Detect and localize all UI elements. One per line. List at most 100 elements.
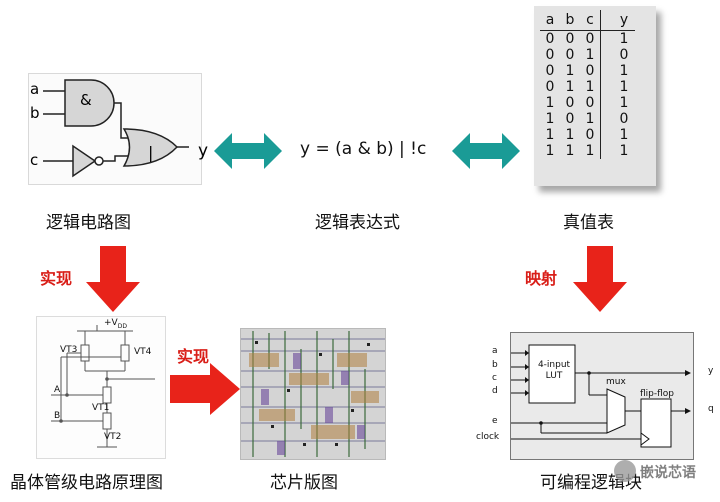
cell: 0	[565, 95, 575, 111]
cell: 1	[585, 143, 595, 159]
down-arrow-right	[573, 246, 627, 312]
cell: 1	[545, 127, 555, 143]
mapping-label: 映射	[525, 269, 558, 288]
transistor-vt2-label: VT2	[104, 432, 122, 442]
cell: 0	[565, 111, 575, 127]
block-input-b: b	[492, 360, 498, 370]
logic-expression: y = (a & b) | !c	[300, 139, 427, 159]
transistor-vt4-label: VT4	[134, 347, 152, 357]
block-output-q: q	[708, 404, 714, 414]
and-gate-shape	[64, 79, 115, 127]
input-b-label: b	[30, 104, 40, 122]
transistor-schematic-image	[36, 316, 166, 459]
header-b: b	[560, 10, 580, 31]
header-c: c	[580, 10, 601, 31]
logic-block-drawing	[511, 344, 691, 448]
block-input-a: a	[492, 346, 498, 356]
logic-circuit-drawing	[43, 79, 189, 178]
cell: 1	[545, 95, 555, 111]
cell: 1	[565, 79, 575, 95]
and-gate-symbol: &	[80, 91, 92, 109]
cell: 1	[619, 79, 629, 95]
wechat-logo-icon	[614, 460, 636, 482]
header-a: a	[540, 10, 560, 31]
implement-label-middle: 实现	[177, 347, 210, 366]
cell: 0	[585, 31, 595, 47]
output-y-label: y	[198, 141, 209, 161]
cell: 1	[619, 95, 629, 111]
down-arrow-left	[86, 246, 140, 312]
cell: 1	[545, 143, 555, 159]
input-A-label: A	[54, 385, 61, 395]
chip-layout-drawing	[241, 329, 385, 459]
cell: 0	[585, 63, 595, 79]
supply-text: +V	[104, 318, 118, 328]
input-c-label: c	[30, 151, 39, 169]
bidirectional-arrow-left	[214, 133, 282, 169]
transistor-vt3-label: VT3	[60, 345, 78, 355]
transistor-schematic-caption: 晶体管级电路原理图	[10, 473, 163, 493]
programmable-logic-block-image	[510, 332, 694, 460]
cell: 1	[585, 47, 595, 63]
logic-circuit-image	[28, 73, 202, 185]
cell: 0	[585, 95, 595, 111]
transistor-vt1-label: VT1	[92, 403, 110, 413]
implement-label-left: 实现	[40, 269, 73, 288]
chip-layout-image	[240, 328, 386, 460]
cell: 0	[619, 47, 629, 63]
cell: 0	[545, 63, 555, 79]
cell: 0	[545, 31, 555, 47]
block-input-d: d	[492, 386, 498, 396]
or-gate-shape	[122, 128, 179, 167]
truth-table-caption: 真值表	[563, 213, 614, 233]
transistor-schematic-drawing	[51, 325, 155, 448]
lut-label-line2: LUT	[545, 371, 563, 381]
block-output-y: y	[708, 366, 714, 376]
cell: 1	[565, 127, 575, 143]
bidirectional-arrow-right	[452, 133, 520, 169]
cell: 0	[619, 111, 629, 127]
supply-label: +VDD	[104, 318, 127, 330]
cell: 0	[585, 127, 595, 143]
logic-circuit-caption: 逻辑电路图	[46, 213, 131, 233]
mux-label: mux	[606, 377, 626, 387]
lut-label-line1: 4-input	[537, 360, 571, 370]
cell: 1	[619, 63, 629, 79]
chip-layout-caption: 芯片版图	[270, 473, 338, 493]
clock-label: clock	[476, 432, 500, 442]
cell: 0	[565, 31, 575, 47]
watermark-text: 嵌说芯语	[640, 465, 696, 481]
cell: 0	[545, 47, 555, 63]
expression-caption: 逻辑表达式	[315, 213, 400, 233]
flip-flop-label: flip-flop	[640, 389, 675, 399]
cell: 0	[565, 47, 575, 63]
not-gate-shape	[72, 144, 97, 178]
cell: 1	[619, 143, 629, 159]
cell: 1	[565, 143, 575, 159]
block-input-c: c	[492, 373, 497, 383]
cell: 1	[565, 63, 575, 79]
or-gate-symbol: |	[148, 143, 154, 162]
cell: 0	[545, 79, 555, 95]
input-a-label: a	[30, 80, 40, 98]
cell: 1	[585, 111, 595, 127]
right-arrow-red	[170, 363, 240, 415]
cell: 1	[585, 79, 595, 95]
cell: 1	[619, 31, 629, 47]
header-y: y	[613, 10, 635, 31]
cell: 1	[545, 111, 555, 127]
cell: 1	[619, 127, 629, 143]
supply-subscript: DD	[117, 322, 127, 330]
input-B-label: B	[54, 411, 61, 421]
truth-table-header: a b c y	[540, 10, 635, 31]
